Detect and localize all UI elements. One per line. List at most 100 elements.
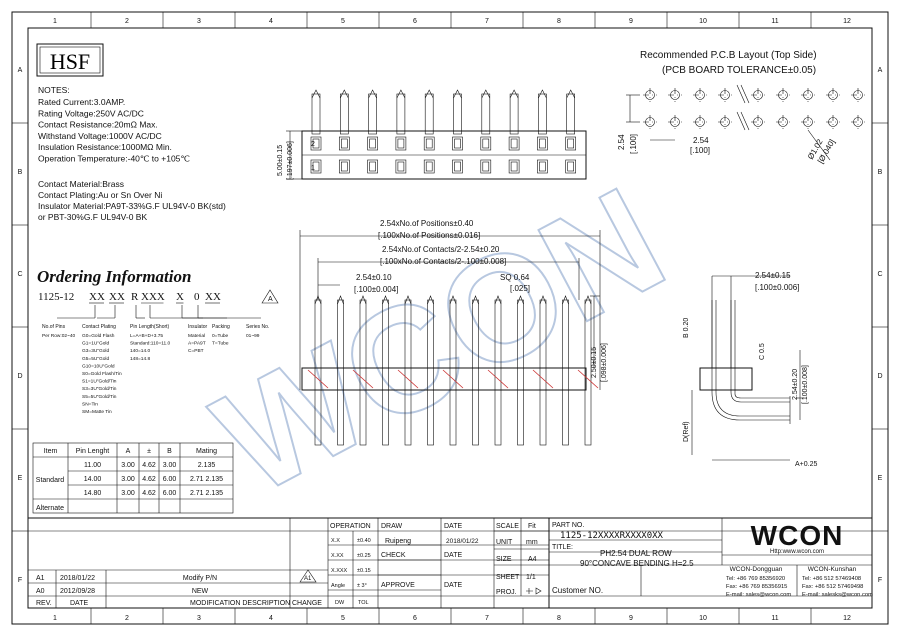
ruler-top-label: 8 [557,18,561,25]
ruler-top-label: 9 [629,18,633,25]
ordering-code-part: XX [89,291,105,303]
pin-table-cell: 3.00 [121,476,135,483]
part-no-label: PART NO. [552,522,584,529]
ruler-bottom-label: 1 [53,615,57,622]
rev-header: DATE [70,600,88,607]
ordering-field-value: S3=3U"Gold/Tin [82,386,117,392]
ruler-left-label: B [18,169,23,176]
note-line: Rating Voltage:250V AC/DC [38,108,144,118]
notes-title: NOTES: [38,85,70,95]
ruler-top-label: 7 [485,18,489,25]
tolerance-value: ±0.25 [357,553,371,559]
pin-table-cell: 11.00 [84,462,101,469]
office-name: WCON-Kunshan [808,566,857,573]
rev-description: Modify P/N [183,575,217,582]
ordering-field-value: S5=5U"Gold/Tin [82,394,117,400]
ruler-right-label: E [878,475,883,482]
size-label: SIZE [496,556,512,563]
ruler-bottom-label: 11 [771,615,778,622]
material-line: Contact Plating:Au or Sn Over Ni [38,190,162,200]
ordering-field-value: T=Tube [212,341,229,347]
pin-table-header: Mating [196,448,217,455]
unit-label: UNIT [496,539,513,546]
ruler-bottom-label: 4 [269,615,273,622]
approve-label: APPROVE [381,582,415,589]
notes-block: NOTES: Rated Current:3.0AMP.Rating Voltag… [38,85,226,222]
ruler-top-label: 2 [125,18,129,25]
tolerance-key: Angle [331,583,345,589]
rev-change-mark-label: A1 [304,576,312,582]
office-mail: E-mail: sales@wcon.com [726,592,791,598]
note-line: Withstand Voltage:1000V AC/DC [38,131,162,141]
unit-value: mm [526,539,538,546]
dim-side-row-in: [.100±0.008] [802,365,809,404]
date-label-approve: DATE [444,582,462,589]
pin-table-header: B [167,448,172,455]
dim-top-height: 5.00±0.15 [277,145,284,176]
tolerance-key: X.XXX [331,568,348,574]
ordering-code-part: X [176,291,184,303]
dim-side-c: C 0.5 [759,343,766,360]
pin-table-item: Alternate [36,505,64,512]
ordering-field-value: G0=Gold Flash [82,333,115,339]
dim-pitch-in: [.100±0.004] [354,285,398,294]
title-line-2: 90°CONCAVE BENDING H=2.5 [580,559,694,568]
ordering-field-value: S0=Gold Flash/Tin [82,371,122,377]
ordering-field-value: SM=Matte Tin [82,409,112,415]
tolerance-value: ±0.15 [357,568,371,574]
ordering-code-part: XX [109,291,125,303]
ruler-bottom-label: 3 [197,615,201,622]
rev-header: CHANGE [292,600,322,607]
dim-contacts-in: [.100xNo.of Contacts/2-.100±0.008] [380,257,506,266]
ruler-bottom-label: 9 [629,615,633,622]
ordering-field-value: 148=14.8 [130,356,150,362]
note-line: Insulation Resistance:1000MΩ Min. [38,142,172,152]
ruler-top-label: 10 [699,18,707,25]
dim-side-pitch: 2.54±0.15 [755,271,791,280]
part-no: 1125-12XXXXRXXXX0XX [560,531,664,541]
sheet-label: SHEET [496,574,520,581]
pin-table-cell: 6.00 [163,490,177,497]
note-line: Rated Current:3.0AMP. [38,97,125,107]
tolerance-key: X.X [331,538,340,544]
ordering-field-value: Material [188,333,205,339]
pin-table-cell: 2.135 [198,462,216,469]
ruler-top-label: 11 [771,18,778,25]
dim-side-a: A+0.25 [795,461,817,468]
ruler-top-label: 6 [413,18,417,25]
watermark: WCON [191,155,689,526]
material-line: Insulator Material:PA9T-33%G.F UL94V-0 B… [38,201,226,211]
date-label: DATE [444,523,462,530]
pin-table-cell: 14.00 [84,476,102,483]
dim-top-height-in: [.197±0.006] [287,141,294,180]
office-fax: Fax: +86 512 57469498 [802,584,863,590]
rev-code: A1 [36,575,45,582]
front-view-drawing: 2.54xNo.of Positions±0.40[.100xNo.of Pos… [299,219,608,446]
tolerance-value: ±0.40 [357,538,371,544]
pin-table-cell: 4.62 [142,462,156,469]
rev-date: 2018/01/22 [60,575,95,582]
ordering-field-head: No.of Pins [42,324,66,330]
ordering-code-part: 1125-12 [38,291,74,303]
top-view-drawing: 215.00±0.15[.197±0.006] [277,89,587,180]
office-mail: E-mail: salesks@wcon.com [802,592,873,598]
dim-pitch: 2.54±0.10 [356,273,392,282]
pcb-pitch-v: 2.54 [617,134,626,150]
ruler-bottom-label: 8 [557,615,561,622]
date-value: 2018/01/22 [446,538,479,545]
ruler-left-label: C [17,271,22,278]
pin-table-header: Pin Lenght [76,448,110,455]
dim-side-d: D(Ref) [683,421,690,442]
title-line-1: PH2.54 DUAL ROW [600,549,672,558]
ordering-field-value: C=PBT [188,348,204,354]
revision-triangle [261,289,279,304]
pin-table-item: Standard [36,477,65,484]
dim-sq: SQ 0.64 [500,273,530,282]
pin-table-cell: 3.00 [121,490,135,497]
ordering-field-head: Series No. [246,324,269,330]
tolerance-key: X.XX [331,553,344,559]
ordering-field-value: Per Row:02~40 [42,333,76,339]
ordering-field-value: G5=5U"Gold [82,356,109,362]
pcb-title: Recommended P.C.B Layout (Top Side) [640,50,817,61]
